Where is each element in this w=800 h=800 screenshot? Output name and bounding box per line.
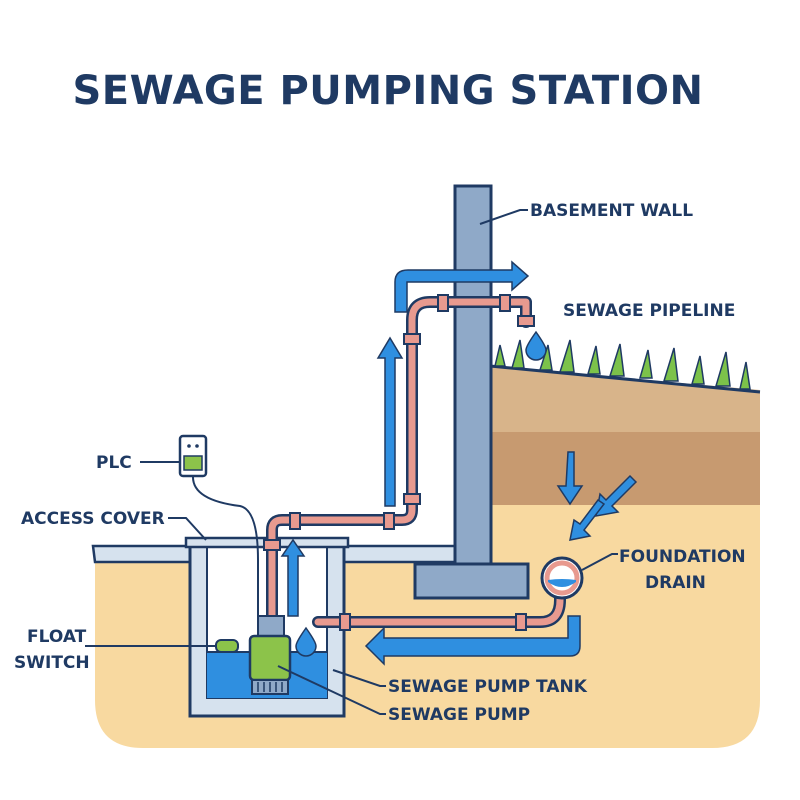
label-float-switch-2: SWITCH [14, 653, 90, 673]
water-drops [295, 330, 547, 657]
soil-layer-mid [490, 432, 760, 505]
soil-layer-top [490, 366, 760, 432]
plc-box [178, 434, 259, 616]
label-foundation-drain-2: DRAIN [645, 573, 706, 593]
label-foundation-drain-1: FOUNDATION [619, 547, 746, 567]
float-switch [215, 639, 239, 653]
leader-lines [85, 209, 618, 715]
diagram-title: SEWAGE PUMPING STATION [72, 68, 703, 114]
label-sewage-pump-tank: SEWAGE PUMP TANK [388, 677, 588, 697]
grass [494, 339, 751, 390]
foundation-drain [540, 556, 584, 600]
label-plc: PLC [96, 453, 132, 473]
ground-surface-left [91, 544, 192, 564]
label-basement-wall: BASEMENT WALL [530, 201, 693, 221]
pipe-joints [263, 294, 535, 551]
flow-arrows [280, 260, 638, 666]
label-sewage-pipeline: SEWAGE PIPELINE [563, 301, 735, 321]
label-access-cover: ACCESS COVER [21, 509, 165, 529]
ground-surface-right [342, 544, 457, 564]
drain-joints [339, 613, 527, 631]
basement-wall [453, 184, 493, 566]
soil-outline [489, 364, 761, 394]
wall-footing [413, 562, 530, 600]
sewage-pump [248, 615, 292, 695]
label-sewage-pump: SEWAGE PUMP [388, 705, 530, 725]
drain-pipe [312, 590, 566, 628]
label-float-switch-1: FLOAT [27, 627, 87, 647]
discharge-pipe [266, 296, 532, 624]
